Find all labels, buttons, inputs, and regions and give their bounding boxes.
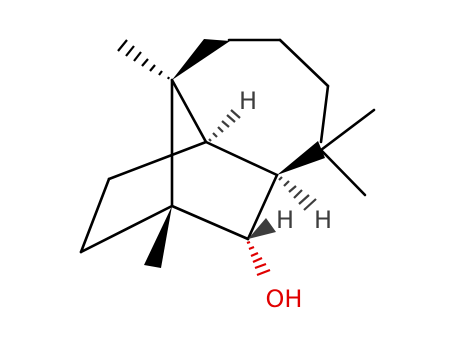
bond-ring-upper-right (278, 38, 330, 88)
hash-carbinol-oh (246, 240, 271, 277)
bond-bridgehead-to-left (107, 140, 208, 181)
bond-gem-methyl-lower (319, 148, 367, 197)
hydrogen-label-right: H (314, 206, 332, 234)
atom-labels: H H H OH (239, 87, 332, 313)
single-bonds (79, 38, 376, 254)
hash-bridgehead-h (208, 109, 241, 142)
hydrogen-label-top: H (239, 87, 257, 115)
wedge-c1-to-ring (172, 39, 230, 80)
wedge-quaternary-methyl (144, 206, 172, 268)
bond-c5-to-carbinol (246, 173, 279, 241)
hashed-bonds (117, 39, 317, 277)
bond-left-lower (79, 204, 174, 254)
wedge-carbinol-h (248, 218, 276, 239)
bond-gem-methyl-upper (319, 108, 376, 152)
bond-left-upper (79, 177, 111, 254)
wedge-c5-to-gem (277, 141, 325, 175)
bond-c1-to-bridgehead (170, 78, 208, 144)
hydroxyl-label: OH (266, 285, 303, 313)
hash-c5-h (278, 176, 317, 211)
bond-ring-right (319, 84, 330, 144)
hash-c1-methyl (117, 39, 170, 80)
bond-quaternary-to-carbinol (170, 204, 250, 241)
hydrogen-label-middle: H (276, 206, 294, 234)
wedge-bonds (144, 39, 325, 268)
bond-bridgehead-to-c5 (204, 140, 279, 177)
